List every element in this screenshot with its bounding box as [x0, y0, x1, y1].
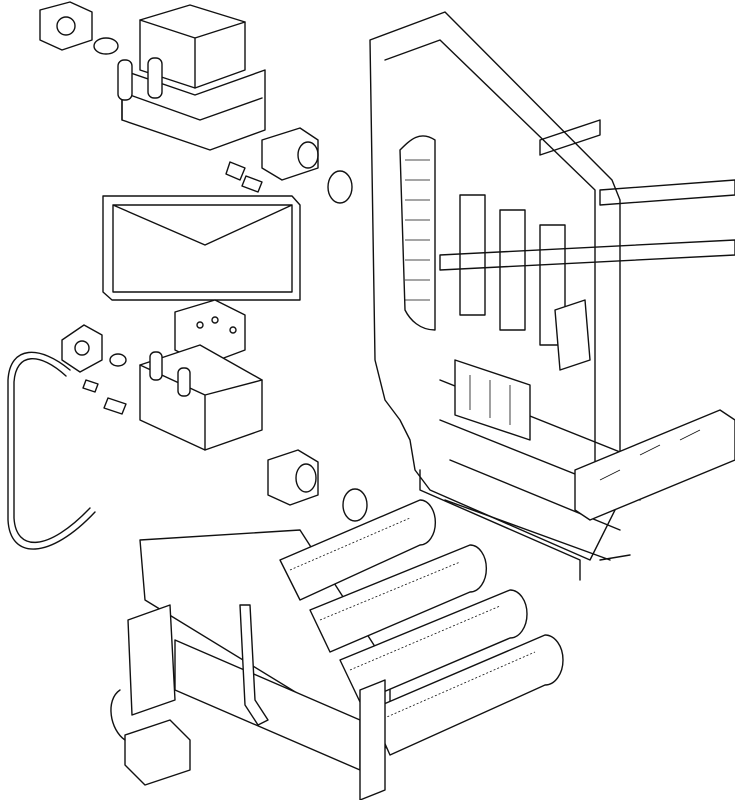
heat-exchanger-insulation-left [399, 135, 436, 331]
burner-tube-3 [339, 589, 528, 703]
upper-valve-solenoid [117, 59, 133, 101]
combustion-chamber-insulation-right [574, 409, 735, 521]
wire-frame [102, 195, 301, 301]
upper-valve-coil [139, 4, 246, 89]
burner-side-bracket [127, 604, 176, 716]
pilot-tube [7, 351, 96, 550]
lower-gas-valve-assembly [61, 299, 368, 522]
ignition-transformer [124, 719, 191, 786]
upper-o-ring [93, 37, 119, 55]
heat-exchanger-frame [369, 11, 735, 581]
lower-valve-body [139, 344, 263, 451]
heat-exchanger-baffle-strip [439, 239, 735, 271]
burner-tubes [279, 499, 564, 756]
heat-exchanger-section-2 [499, 209, 526, 331]
heat-exchanger-bracket [554, 299, 591, 371]
lower-seal-ring [342, 488, 368, 522]
burner-gas-pipe [239, 604, 269, 726]
lower-compression-fitting [267, 449, 319, 506]
lower-o-ring [109, 353, 127, 367]
lower-flange [61, 324, 103, 373]
heat-exchanger-section-1 [459, 194, 486, 316]
upper-gas-valve-assembly [39, 1, 353, 204]
burner-end-plate [359, 679, 386, 800]
burner-tube-1 [279, 499, 437, 601]
burner-tube-4 [369, 634, 564, 756]
heat-exchanger-section-3 [539, 224, 566, 346]
upper-flange [39, 1, 93, 51]
upper-seal-ring [327, 170, 353, 204]
burner-assembly [110, 499, 564, 800]
combustion-chamber-insulation-left [454, 359, 531, 441]
burner-tube-2 [309, 544, 487, 653]
upper-compression-fitting [261, 127, 319, 181]
